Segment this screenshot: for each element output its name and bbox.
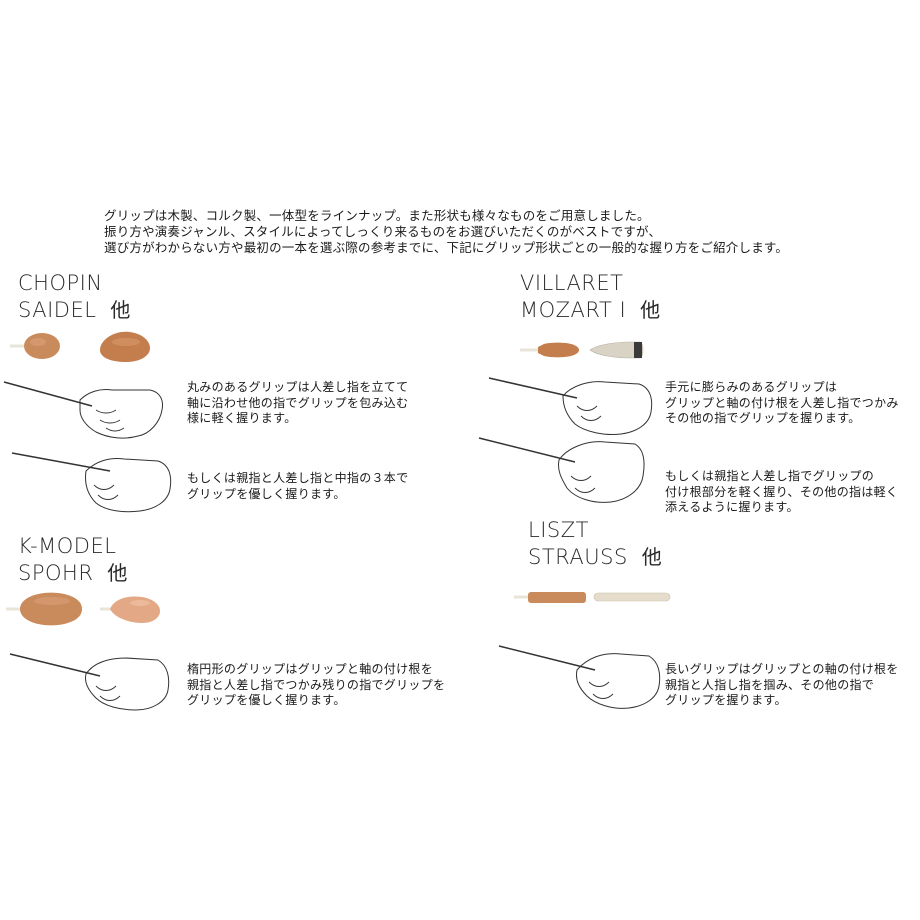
other-label: 他 — [110, 298, 131, 322]
grip-image-spohr — [100, 596, 160, 623]
description-liszt: 長いグリップはグリップとの軸の付け根を 親指と人指し指を掴み、その他の指で グリ… — [665, 662, 899, 709]
grip-images-kmodel — [6, 592, 160, 626]
description-line: 付け根部分を軽く握り、その他の指は軽く — [665, 484, 899, 499]
description-line: グリップを優しく握ります。 — [187, 486, 346, 501]
intro-line: 振り方や演奏ジャンル、スタイルによってしっくり来るものをお選びいただくのがベスト… — [104, 224, 662, 239]
hand-illustration-kmodel — [9, 653, 170, 711]
hand-illustration-villaret-1 — [488, 377, 653, 435]
hand-illustration-chopin-1 — [3, 381, 163, 439]
description-line: グリップと軸の付け根を人差し指でつかみ — [665, 395, 899, 410]
description-line: 手元に膨らみのあるグリップは — [665, 380, 838, 394]
description-line: もしくは親指と人差し指でグリップの — [665, 469, 875, 483]
description-line: 様に軽く握ります。 — [187, 411, 297, 425]
description-line: 親指と人差し指でつかみ残りの指でグリップを — [187, 677, 446, 692]
description-kmodel: 楕円形のグリップはグリップと軸の付け根を 親指と人差し指でつかみ残りの指でグリッ… — [187, 662, 445, 709]
description-chopin-1: 丸みのあるグリップは人差し指を立てて 軸に沿わせ他の指でグリップを包み込む 様に… — [187, 380, 408, 427]
description-villaret-1: 手元に膨らみのあるグリップは グリップと軸の付け根を人差し指でつかみ その他の指… — [665, 380, 899, 427]
intro-line: グリップは木製、コルク製、一体型をラインナップ。また形状も様々なものをご用意しま… — [104, 208, 650, 223]
description-line: 軸に沿わせ他の指でグリップを包み込む — [187, 395, 409, 410]
model-name: SPOHR — [18, 561, 94, 585]
grip-image-saidel — [100, 331, 150, 362]
description-villaret-2: もしくは親指と人差し指でグリップの 付け根部分を軽く握り、その他の指は軽く 添え… — [665, 469, 898, 516]
description-line: 添えるように握ります。 — [665, 500, 799, 514]
model-name: K-MODEL — [18, 534, 117, 558]
intro-text: グリップは木製、コルク製、一体型をラインナップ。また形状も様々なものをご用意しま… — [104, 208, 844, 256]
description-line: 丸みのあるグリップは人差し指を立てて — [187, 380, 409, 394]
grip-images-villaret — [520, 341, 644, 359]
model-name: MOZART I — [520, 298, 627, 322]
hand-illustration-chopin-2 — [11, 452, 172, 513]
model-name: LISZT — [528, 518, 589, 542]
other-label: 他 — [641, 545, 663, 569]
hand-illustration-villaret-2 — [478, 437, 645, 503]
model-name: SAIDEL — [18, 298, 97, 322]
other-label: 他 — [640, 298, 661, 322]
model-name: STRAUSS — [528, 545, 628, 569]
grip-images-liszt — [514, 592, 671, 603]
grip-image-mozart — [589, 341, 644, 359]
description-line: 長いグリップはグリップとの軸の付け根を — [665, 662, 899, 676]
grip-images-chopin — [10, 331, 150, 362]
intro-line: 選び方がわからない方や最初の一本を選ぶ際の参考までに、下記にグリップ形状ごとの一… — [104, 240, 789, 255]
section-title-chopin: CHOPIN SAIDEL 他 — [18, 270, 131, 324]
grip-image-chopin — [10, 333, 60, 359]
description-line: グリップを優しく握ります。 — [187, 693, 346, 707]
description-chopin-2: もしくは親指と人差し指と中指の３本で グリップを優しく握ります。 — [187, 471, 408, 502]
grip-image-kmodel — [6, 592, 82, 626]
model-name: CHOPIN — [18, 271, 103, 295]
section-title-kmodel: K-MODEL SPOHR 他 — [18, 533, 128, 587]
description-line: もしくは親指と人差し指と中指の３本で — [187, 471, 409, 485]
description-line: 親指と人指し指を掴み、その他の指で — [665, 677, 875, 692]
section-title-villaret: VILLARET MOZART I 他 — [520, 270, 661, 324]
model-name: VILLARET — [520, 271, 624, 295]
grip-image-liszt — [514, 592, 586, 603]
grip-image-strauss — [593, 592, 671, 602]
description-line: グリップを握ります。 — [665, 693, 787, 707]
section-title-liszt: LISZT STRAUSS 他 — [528, 517, 662, 571]
grip-image-villaret — [520, 342, 579, 358]
description-line: その他の指でグリップを握ります。 — [665, 411, 861, 425]
hand-illustration-liszt — [498, 645, 661, 709]
description-line: 楕円形のグリップはグリップと軸の付け根を — [187, 662, 434, 676]
other-label: 他 — [107, 561, 128, 585]
